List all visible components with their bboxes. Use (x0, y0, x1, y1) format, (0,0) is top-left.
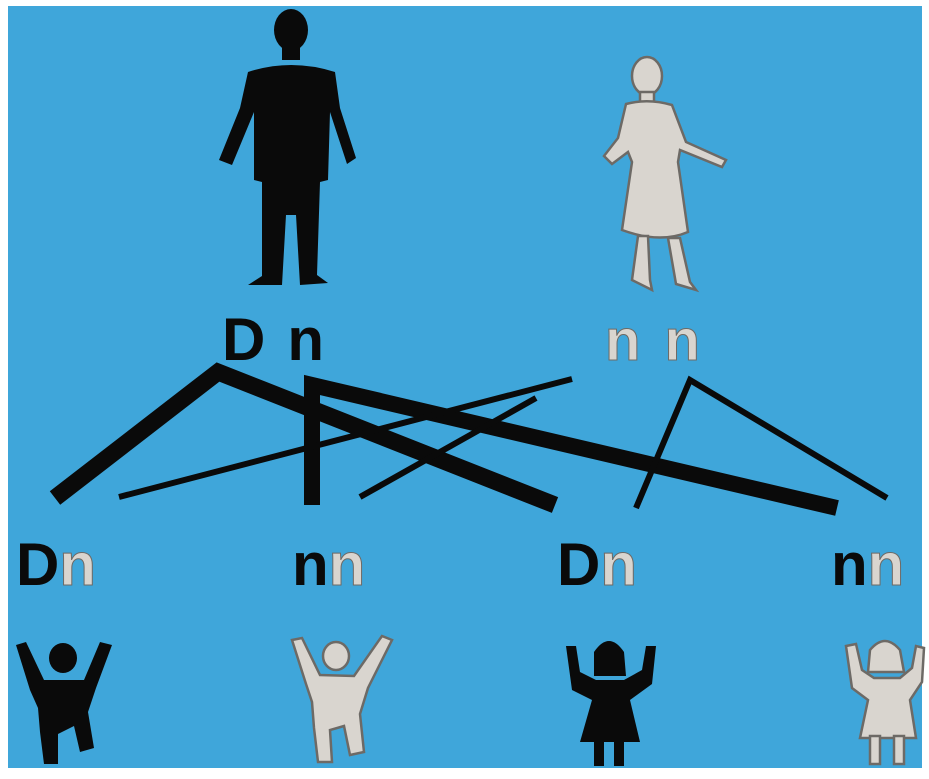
background-panel (8, 6, 922, 768)
allele-letter: n (664, 312, 699, 370)
allele-letter: n (831, 535, 868, 595)
child-2-genotype: nn (292, 535, 365, 595)
allele-letter: n (605, 312, 640, 370)
child-3-genotype: Dn (557, 535, 637, 595)
allele-letter: n (287, 310, 324, 370)
allele-letter: D (16, 535, 59, 595)
allele-letter: D (222, 310, 265, 370)
allele-letter: n (292, 535, 329, 595)
allele-letter: n (329, 535, 366, 595)
allele-letter: n (59, 535, 96, 595)
allele-letter: D (557, 535, 600, 595)
child-4-genotype: nn (831, 535, 904, 595)
allele-letter: n (600, 535, 637, 595)
child-1-genotype: Dn (16, 535, 96, 595)
allele-letter: n (868, 535, 905, 595)
